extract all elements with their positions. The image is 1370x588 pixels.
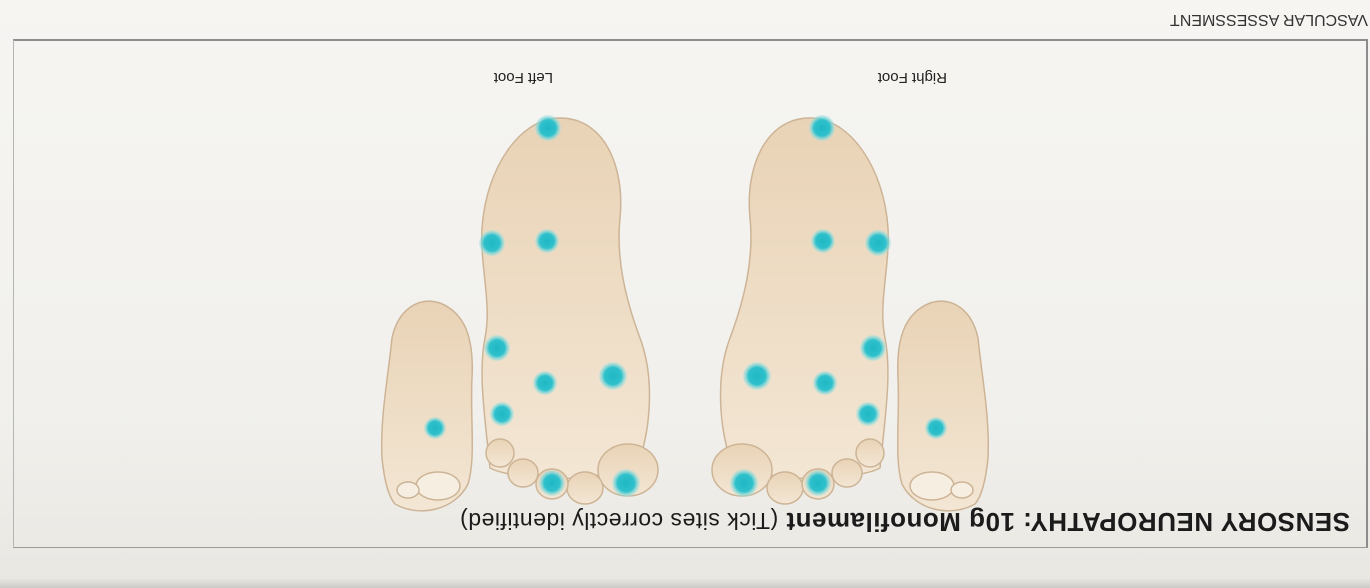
test-site-dot xyxy=(479,230,505,256)
test-site-dot xyxy=(539,470,565,496)
left-foot-side-view xyxy=(382,301,473,511)
test-site-dot xyxy=(805,470,831,496)
test-site-dot xyxy=(484,335,510,361)
test-site-dot xyxy=(599,362,627,390)
test-site-dot xyxy=(743,362,771,390)
right-foot-sole xyxy=(712,118,888,504)
test-site-dot xyxy=(856,402,880,426)
test-site-dot xyxy=(612,469,640,497)
test-site-dot xyxy=(535,229,559,253)
test-site-dot xyxy=(865,230,891,256)
left-foot-sole xyxy=(482,118,658,504)
test-site-dot xyxy=(535,115,561,141)
left-foot-label: Left Foot xyxy=(494,69,553,86)
right-foot-label: Right Foot xyxy=(878,69,947,86)
right-foot-side-view xyxy=(898,301,989,511)
test-site-dot xyxy=(809,115,835,141)
test-site-dot xyxy=(730,469,758,497)
scan-edge-shadow xyxy=(0,578,1370,588)
test-site-dot xyxy=(424,417,446,439)
test-site-dot xyxy=(811,229,835,253)
test-site-dot xyxy=(925,417,947,439)
test-site-dot xyxy=(533,371,557,395)
test-site-dot xyxy=(813,371,837,395)
test-site-dot xyxy=(860,335,886,361)
test-site-dot xyxy=(490,402,514,426)
